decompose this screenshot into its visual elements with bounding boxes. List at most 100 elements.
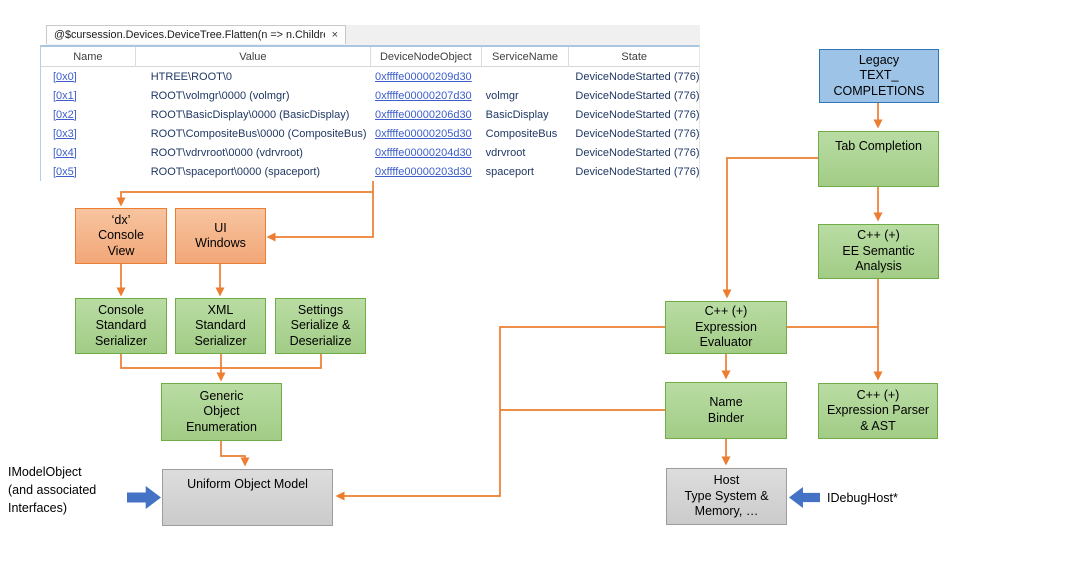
- table-row: [0x2] ROOT\BasicDisplay\0000 (BasicDispl…: [41, 105, 699, 124]
- table-row: [0x1] ROOT\volmgr\0000 (volmgr) 0xffffe0…: [41, 86, 699, 105]
- idebughost-arrow-icon: [789, 487, 820, 508]
- name-link[interactable]: [0x0]: [53, 70, 77, 83]
- box-line: Deserialize: [289, 333, 352, 348]
- box-line: C++ (+): [857, 228, 900, 243]
- edge-evaluator-binder-to-uniform-model: [335, 326, 665, 501]
- close-icon[interactable]: ×: [331, 29, 338, 41]
- watch-table: Name Value DeviceNodeObject ServiceName …: [40, 45, 700, 181]
- name-link[interactable]: [0x3]: [53, 127, 77, 140]
- device-node-link[interactable]: 0xffffe00000206d30: [375, 108, 472, 121]
- device-node-link[interactable]: 0xffffe00000209d30: [375, 70, 472, 83]
- column-header-value[interactable]: Value: [136, 47, 371, 66]
- box-line: & AST: [860, 418, 896, 433]
- box-line: Object: [203, 404, 240, 419]
- label-line: IModelObject: [8, 465, 82, 479]
- box-line: XML: [207, 302, 234, 317]
- service-name-cell: spaceport: [485, 165, 534, 178]
- box-line: Settings: [297, 302, 344, 317]
- column-header-state[interactable]: State: [621, 50, 648, 63]
- box-line: Generic: [199, 388, 244, 403]
- value-cell: ROOT\spaceport\0000 (spaceport): [150, 165, 321, 178]
- box-line: Legacy: [858, 52, 900, 67]
- box-line: Serialize &: [290, 318, 351, 333]
- table-row: [0x3] ROOT\CompositeBus\0000 (CompositeB…: [41, 124, 699, 143]
- box-line: TEXT_: [859, 68, 899, 83]
- box-line: Console: [98, 302, 144, 317]
- box-line: Evaluator: [699, 335, 753, 350]
- box-line: Console: [98, 228, 144, 243]
- state-cell: DeviceNodeStarted (776): [575, 70, 699, 83]
- box-line: Name: [709, 395, 743, 409]
- box-line: ‘dx’: [111, 212, 131, 227]
- imodelobject-label: IModelObject (and associated Interfaces): [8, 463, 133, 517]
- box-generic-object-enumeration: Generic Object Enumeration: [161, 383, 282, 441]
- column-header-servicename[interactable]: ServiceName: [482, 47, 570, 66]
- box-line: Binder: [707, 410, 745, 425]
- box-tab-completion: Tab Completion: [818, 131, 939, 187]
- column-header-name[interactable]: Name: [41, 47, 136, 66]
- box-line: Serializer: [194, 333, 247, 348]
- box-legacy-text-completions: Legacy TEXT_ COMPLETIONS: [819, 49, 939, 103]
- box-line: Standard: [195, 318, 246, 333]
- device-node-link[interactable]: 0xffffe00000203d30: [375, 165, 472, 178]
- box-ui-windows: UI Windows: [175, 208, 266, 264]
- state-cell: DeviceNodeStarted (776): [575, 146, 699, 159]
- tab-strip: @$cursession.Devices.DeviceTree.Flatten(…: [46, 25, 700, 45]
- device-node-link[interactable]: 0xffffe00000205d30: [375, 127, 472, 140]
- value-cell: ROOT\volmgr\0000 (volmgr): [150, 89, 290, 102]
- box-line: EE Semantic: [842, 243, 915, 258]
- box-line: UI: [214, 220, 227, 235]
- box-line: Analysis: [855, 259, 902, 274]
- box-line: Uniform Object Model: [187, 477, 308, 491]
- box-line: Standard: [95, 318, 147, 333]
- state-cell: DeviceNodeStarted (776): [575, 127, 699, 140]
- box-line: C++ (+): [856, 387, 900, 402]
- box-console-standard-serializer: Console Standard Serializer: [75, 298, 167, 354]
- value-cell: HTREE\ROOT\0: [150, 70, 233, 83]
- name-link[interactable]: [0x4]: [53, 146, 77, 159]
- state-cell: DeviceNodeStarted (776): [575, 89, 699, 102]
- column-header-devicenodeobject[interactable]: DeviceNodeObject: [371, 47, 482, 66]
- box-line: Serializer: [94, 333, 148, 348]
- box-expression-evaluator: C++ (+) Expression Evaluator: [665, 301, 787, 354]
- table-row: [0x0] HTREE\ROOT\0 0xffffe00000209d30 De…: [41, 67, 699, 86]
- box-dx-console-view: ‘dx’ Console View: [75, 208, 167, 264]
- box-line: Enumeration: [186, 419, 257, 434]
- box-line: Tab Completion: [835, 139, 922, 153]
- edge-tab-completion-to-expr-evaluator: [722, 157, 818, 299]
- name-link[interactable]: [0x5]: [53, 165, 77, 178]
- value-cell: ROOT\vdrvroot\0000 (vdrvroot): [150, 146, 303, 159]
- label-line: Interfaces): [8, 501, 68, 515]
- edge-generic-enum-to-uniform-model: [220, 441, 250, 467]
- box-expression-parser-ast: C++ (+) Expression Parser & AST: [818, 383, 938, 439]
- service-name-cell: CompositeBus: [485, 127, 558, 140]
- box-xml-standard-serializer: XML Standard Serializer: [175, 298, 266, 354]
- box-line: Windows: [195, 236, 246, 250]
- box-line: Type System &: [684, 488, 769, 503]
- box-ee-semantic-analysis: C++ (+) EE Semantic Analysis: [818, 224, 939, 279]
- idebughost-label: IDebugHost*: [827, 491, 898, 505]
- service-name-cell: BasicDisplay: [485, 108, 549, 121]
- table-row: [0x4] ROOT\vdrvroot\0000 (vdrvroot) 0xff…: [41, 143, 699, 162]
- device-node-link[interactable]: 0xffffe00000207d30: [375, 89, 472, 102]
- edge-serializer-merge: [120, 354, 322, 369]
- box-line: View: [107, 243, 135, 258]
- tab-title: @$cursession.Devices.DeviceTree.Flatten(…: [54, 29, 325, 41]
- tab-device-tree-query[interactable]: @$cursession.Devices.DeviceTree.Flatten(…: [46, 25, 346, 44]
- box-line: Memory, …: [694, 504, 759, 519]
- edge-table-to-ui-windows: [266, 181, 374, 242]
- box-line: Host: [713, 473, 740, 488]
- box-line: COMPLETIONS: [833, 83, 925, 98]
- box-line: Expression Parser: [826, 403, 930, 418]
- value-cell: ROOT\CompositeBus\0000 (CompositeBus): [150, 127, 367, 140]
- box-uniform-object-model: Uniform Object Model: [162, 469, 333, 526]
- state-cell: DeviceNodeStarted (776): [575, 165, 699, 178]
- box-settings-serialize-deserialize: Settings Serialize & Deserialize: [275, 298, 366, 354]
- name-link[interactable]: [0x1]: [53, 89, 77, 102]
- name-link[interactable]: [0x2]: [53, 108, 77, 121]
- state-cell: DeviceNodeStarted (776): [575, 108, 699, 121]
- box-line: C++ (+): [704, 304, 748, 319]
- device-node-link[interactable]: 0xffffe00000204d30: [375, 146, 472, 159]
- service-name-cell: volmgr: [485, 89, 519, 102]
